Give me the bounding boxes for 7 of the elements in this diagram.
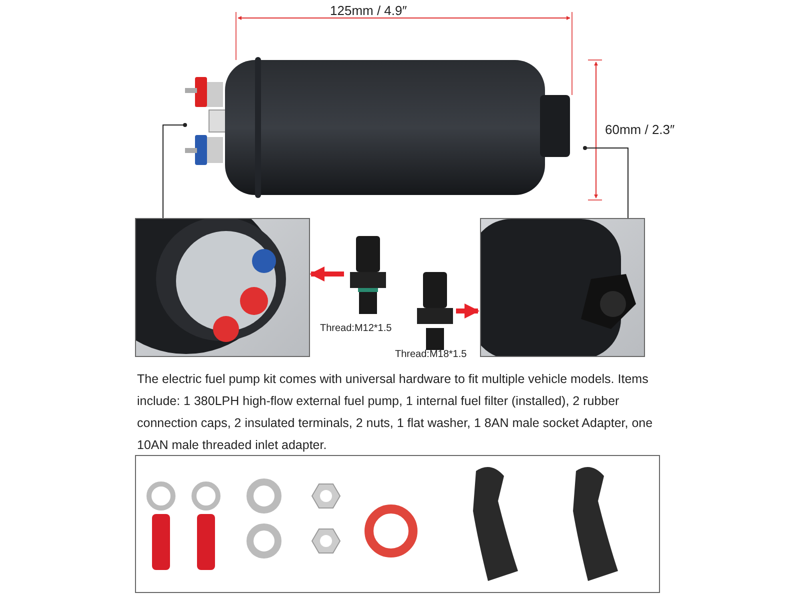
arrow [456, 304, 480, 318]
dimension-label: 125mm / 4.9″ [330, 3, 407, 18]
dimension-label: 60mm / 2.3″ [605, 122, 675, 137]
thread-label: Thread:M12*1.5 [320, 323, 392, 334]
arrow [310, 266, 344, 282]
description-paragraph: The electric fuel pump kit comes with universal hardware to fit multiple vehicle models. Items include: 1 380LPH high-flow external fuel pump, 1 internal fuel filter (installed), 2 rubber connection caps, 2 insulated terminals, 2 nuts, 1 flat washer, 1 8AN male socket Adapter, one 10AN male threaded inlet adapter. [137, 371, 654, 454]
thread-label: Thread:M18*1.5 [395, 349, 467, 360]
